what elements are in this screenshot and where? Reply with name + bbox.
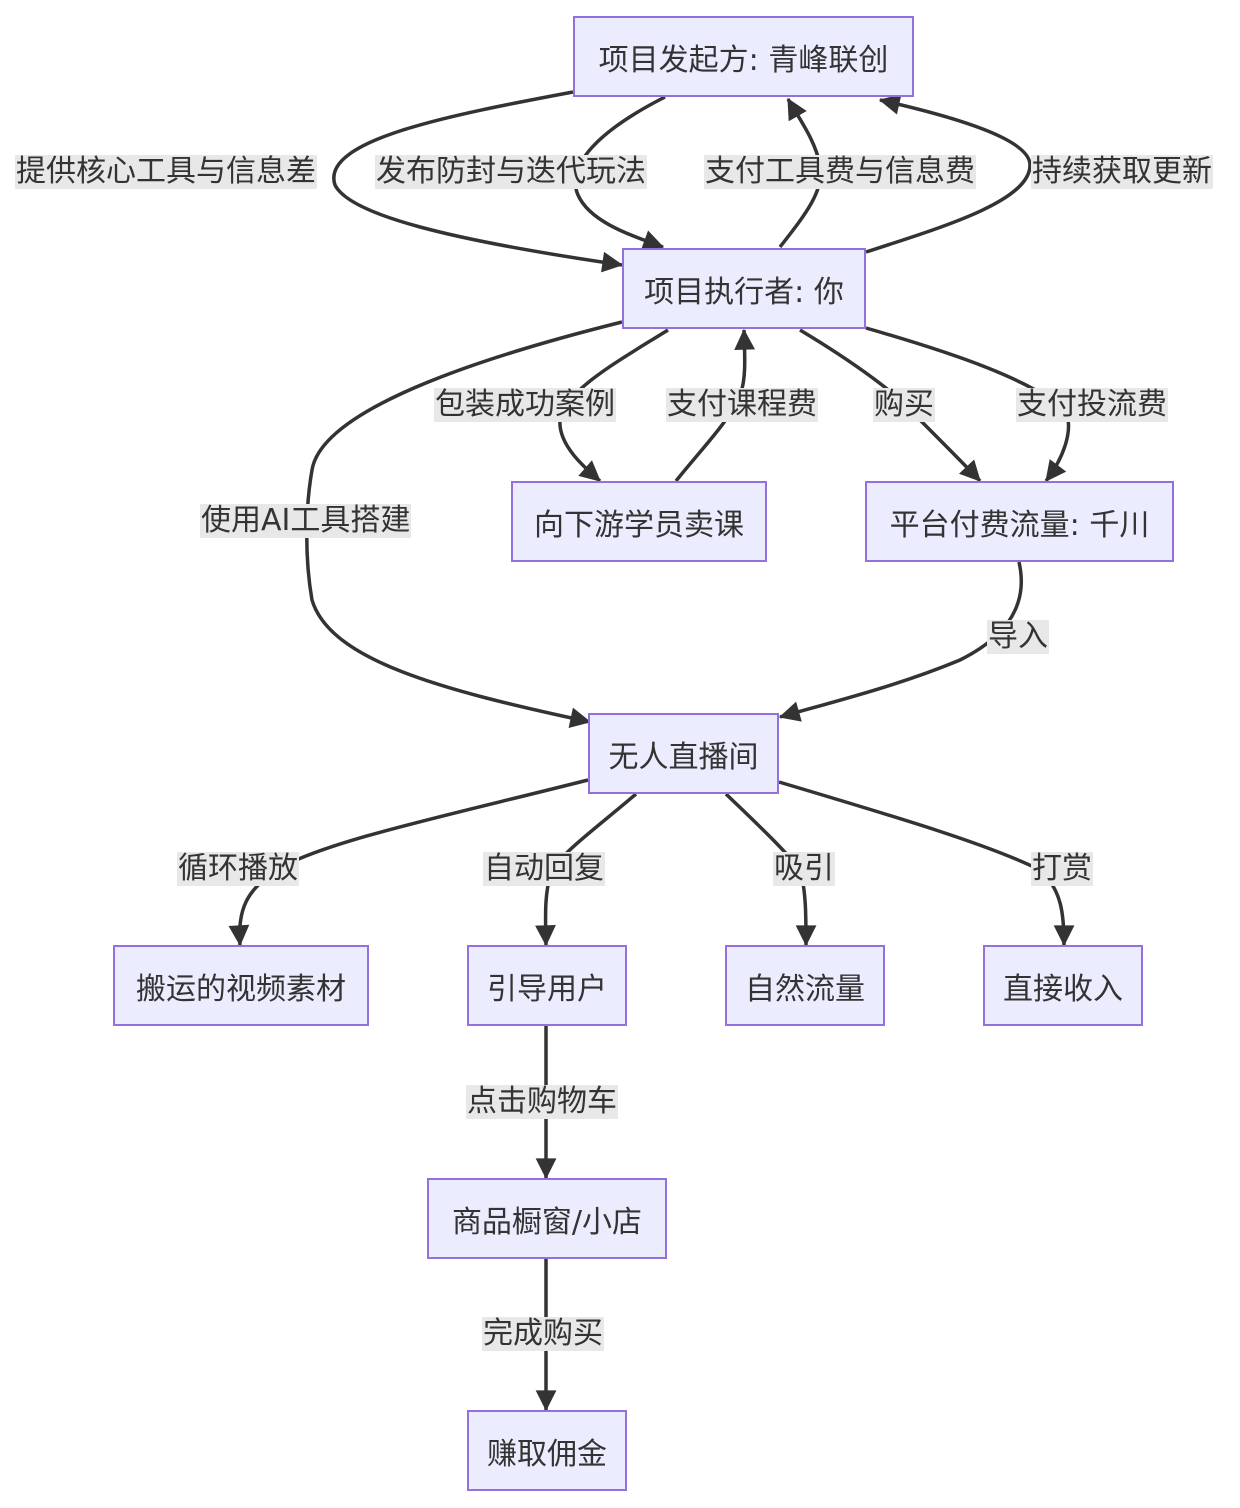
edge-label-case-study: 包装成功案例 xyxy=(434,387,616,422)
edge-sponsor-to-executor-tools xyxy=(332,90,624,273)
node-executor: 项目执行者: 你 xyxy=(622,248,866,329)
node-sponsor: 项目发起方: 青峰联创 xyxy=(573,16,914,97)
edge-label-buy: 购买 xyxy=(873,387,935,422)
edge-label-auto-reply: 自动回复 xyxy=(483,851,605,886)
node-live-room: 无人直播间 xyxy=(588,713,779,794)
edge-label-click-cart: 点击购物车 xyxy=(466,1084,618,1119)
edge-label-tip: 打赏 xyxy=(1031,851,1093,886)
edge-executor-to-sponsor-renewal xyxy=(865,94,1032,254)
node-video-material: 搬运的视频素材 xyxy=(113,945,369,1026)
node-direct-income: 直接收入 xyxy=(983,945,1143,1026)
node-guide-users: 引导用户 xyxy=(467,945,627,1026)
edge-label-get-updates: 持续获取更新 xyxy=(1031,154,1213,189)
edge-label-import: 导入 xyxy=(987,619,1049,654)
edge-label-loop-play: 循环播放 xyxy=(177,851,299,886)
edge-label-complete-purchase: 完成购买 xyxy=(482,1316,604,1351)
edge-live-to-material xyxy=(228,778,589,947)
node-course: 向下游学员卖课 xyxy=(511,481,767,562)
edge-label-provide-tools: 提供核心工具与信息差 xyxy=(15,154,317,189)
edge-label-attract: 吸引 xyxy=(773,851,835,886)
edge-label-ai-build: 使用AI工具搭建 xyxy=(200,503,412,538)
edge-sponsor-to-executor-updates xyxy=(573,95,666,251)
node-paid-traffic: 平台付费流量: 千川 xyxy=(865,481,1174,562)
edge-label-pay-tool-fee: 支付工具费与信息费 xyxy=(704,154,976,189)
edge-label-ad-fee: 支付投流费 xyxy=(1016,387,1168,422)
node-commission: 赚取佣金 xyxy=(467,1410,627,1491)
edge-label-anti-ban: 发布防封与迭代玩法 xyxy=(375,154,647,189)
edge-paid-to-live xyxy=(778,561,1023,722)
node-natural-traffic: 自然流量 xyxy=(725,945,885,1026)
edge-label-course-fee: 支付课程费 xyxy=(666,387,818,422)
node-shop: 商品橱窗/小店 xyxy=(427,1178,667,1259)
edge-live-to-income xyxy=(778,780,1075,947)
